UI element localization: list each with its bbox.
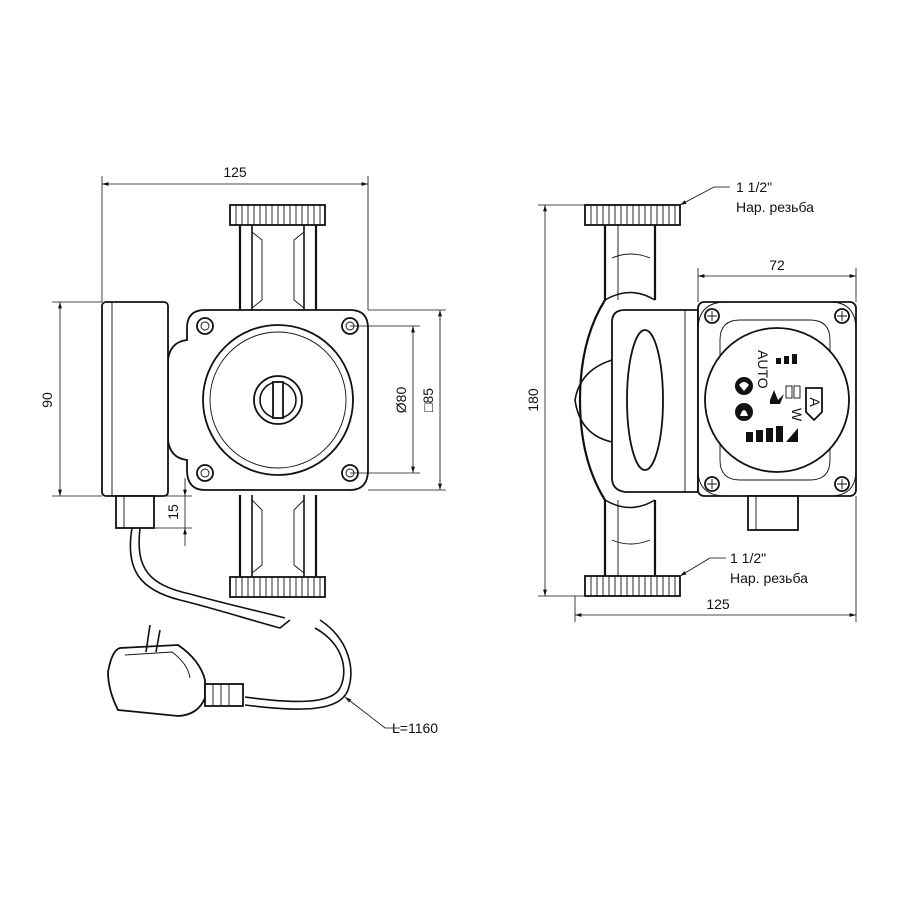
- speed-bars-bottom: [746, 426, 798, 442]
- control-box-front: [101, 301, 169, 529]
- bottom-thread-front: [229, 576, 326, 598]
- dim-box: [154, 478, 192, 546]
- dim-height-side-label: 180: [525, 388, 541, 412]
- dim-height-front: [52, 301, 102, 497]
- pump-body-front: [167, 309, 369, 491]
- thread-bottom-label: Нар. резьба: [730, 570, 808, 586]
- top-thread-front: [229, 204, 326, 226]
- plug-icon: [107, 624, 244, 717]
- pipe-body-side: [578, 225, 657, 576]
- dim-diameter: [350, 325, 420, 474]
- dim-width-side-label: 125: [706, 596, 730, 612]
- terminal-box-side: [747, 495, 799, 531]
- thread-bottom-leader: [679, 557, 726, 577]
- motor-housing-side: [574, 309, 699, 493]
- screw-icon: [704, 308, 850, 492]
- dim-box-width-side: [697, 268, 857, 302]
- panel-power-unit: W: [789, 408, 805, 422]
- mode-button[interactable]: [805, 387, 823, 422]
- dim-box-label: 15: [165, 504, 181, 520]
- heart-mode-icon: [735, 377, 753, 395]
- power-display: [785, 385, 801, 399]
- dim-box-width-label: 72: [769, 257, 785, 273]
- dim-square-label: □85: [420, 388, 436, 412]
- flame-mode-icon: [735, 403, 753, 421]
- cable-length-leader: [344, 696, 400, 729]
- panel-auto-label: AUTO: [755, 350, 771, 389]
- control-panel: AUTO W: [697, 301, 857, 497]
- dim-height-front-label: 90: [39, 392, 55, 408]
- side-view: AUTO W: [525, 179, 857, 622]
- panel-mode-label: A: [807, 397, 823, 407]
- thread-bottom-size: 1 1/2": [730, 550, 766, 566]
- bottom-thread-side: [584, 575, 681, 597]
- dim-square: [368, 309, 446, 491]
- dim-width-side: [574, 496, 857, 622]
- thread-top-size: 1 1/2": [736, 179, 772, 195]
- thread-top-leader: [679, 186, 730, 206]
- speed-bars-top: [776, 354, 797, 364]
- dim-width-front-label: 125: [223, 164, 247, 180]
- dim-height-side: [538, 204, 585, 597]
- dim-width-front: [101, 176, 369, 310]
- dim-diameter-label: Ø80: [393, 387, 409, 414]
- screw-icon: [196, 317, 359, 482]
- power-cable: [129, 527, 352, 710]
- front-view: 125 90 Ø80 □85 15: [39, 164, 446, 736]
- top-thread-side: [584, 204, 681, 226]
- thread-top-label: Нар. резьба: [736, 199, 814, 215]
- top-pipe-front: [238, 225, 318, 310]
- cable-length-label: L=1160: [392, 720, 438, 736]
- sun-icon: [770, 390, 784, 404]
- bottom-pipe-front: [238, 495, 318, 577]
